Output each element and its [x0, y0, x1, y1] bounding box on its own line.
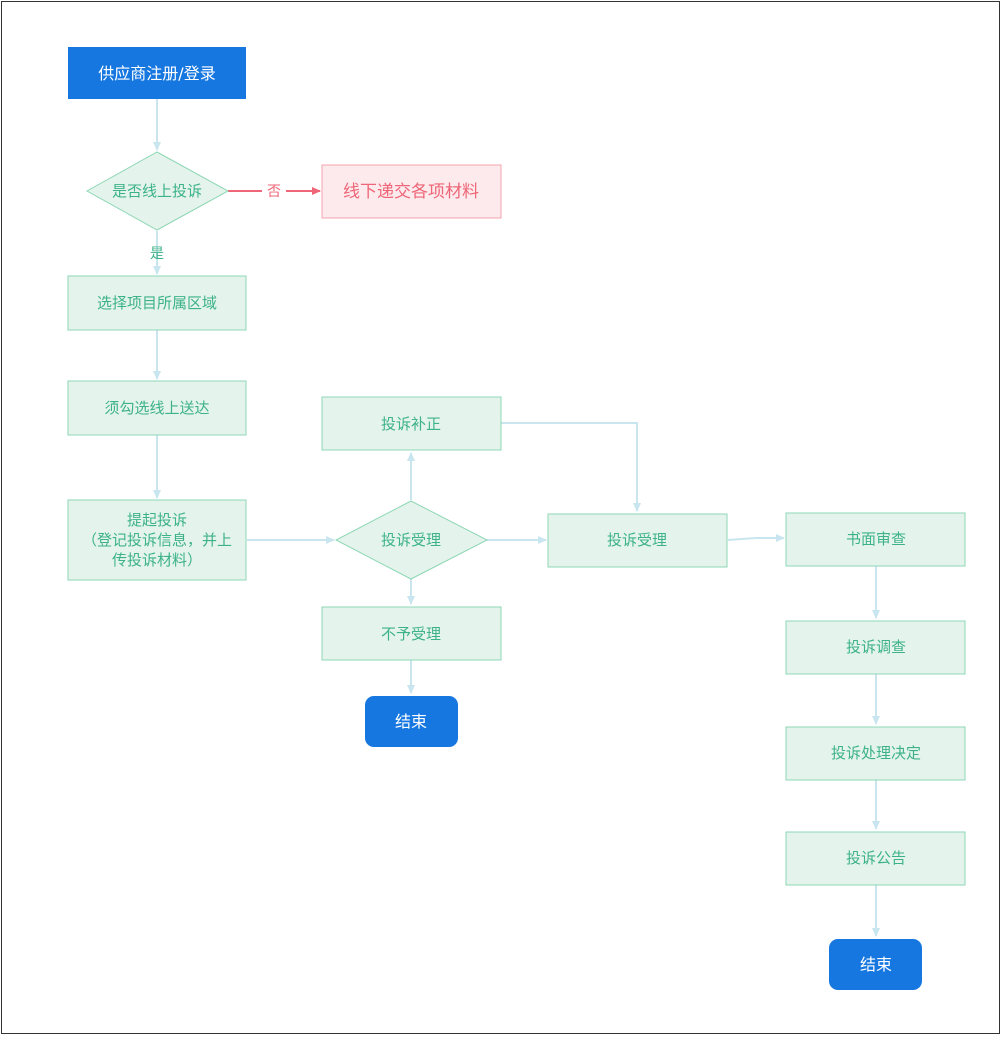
- node-handling-decision: [785, 726, 966, 781]
- node-investigation-label: 投诉调查: [846, 638, 906, 656]
- node-accepted-label: 投诉受理: [607, 531, 667, 549]
- edge-label-yes: 是: [150, 246, 164, 262]
- node-register: [68, 47, 246, 99]
- node-online-decision: [85, 151, 230, 231]
- node-reject: [321, 606, 502, 661]
- node-select-region-label: 选择项目所属区域: [97, 294, 217, 312]
- node-check-online-label: 须勾选线上送达: [104, 399, 209, 417]
- node-end-right-label: 结束: [860, 955, 892, 974]
- edge-accepted-to-review: [727, 534, 785, 542]
- node-register-label: 供应商注册/登录: [98, 64, 215, 83]
- edge-supplement-to-accepted: [501, 422, 641, 512]
- node-supplement: [321, 396, 502, 451]
- node-accepted: [547, 513, 728, 568]
- node-end-right: [829, 939, 922, 990]
- node-end-left-label: 结束: [395, 712, 427, 731]
- node-announcement-label: 投诉公告: [846, 849, 906, 867]
- node-file-complaint-line2: （登记投诉信息，并上: [82, 531, 232, 549]
- node-accept-decision: [334, 500, 489, 580]
- node-check-online: [67, 380, 247, 436]
- node-supplement-label: 投诉补正: [381, 415, 441, 433]
- node-offline: [321, 164, 502, 219]
- node-end-left: [365, 696, 458, 747]
- edge-label-no: 否: [267, 184, 281, 200]
- node-investigation: [785, 620, 966, 675]
- node-file-complaint-line1: 提起投诉: [127, 511, 187, 529]
- node-select-region: [67, 275, 247, 331]
- node-online-decision-label: 是否线上投诉: [112, 182, 202, 200]
- node-handling-decision-label: 投诉处理决定: [831, 744, 921, 762]
- node-file-complaint-line3: 传投诉材料）: [112, 551, 202, 569]
- node-announcement: [785, 831, 966, 886]
- node-offline-label: 线下递交各项材料: [343, 182, 479, 202]
- node-reject-label: 不予受理: [381, 625, 441, 643]
- node-written-review-label: 书面审查: [846, 530, 906, 548]
- node-written-review: [785, 512, 966, 567]
- node-file-complaint: [67, 499, 247, 581]
- node-accept-decision-label: 投诉受理: [381, 531, 441, 549]
